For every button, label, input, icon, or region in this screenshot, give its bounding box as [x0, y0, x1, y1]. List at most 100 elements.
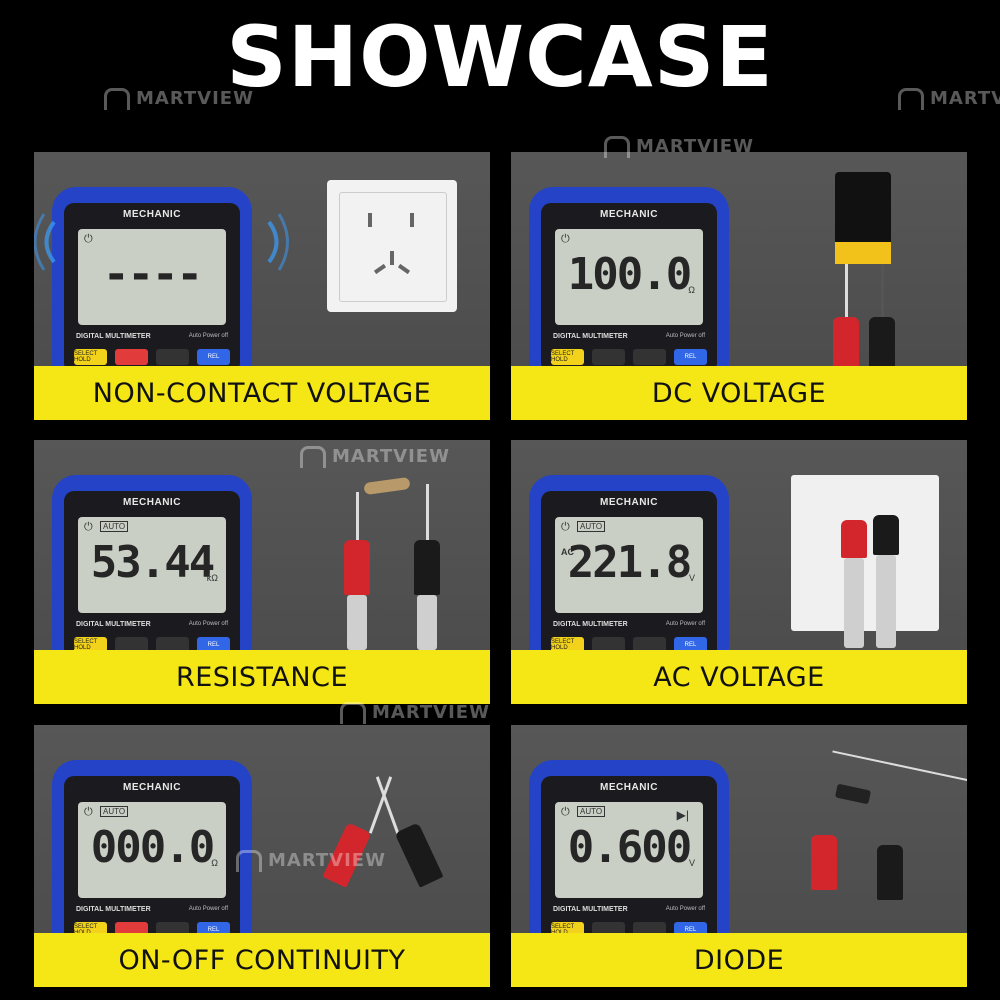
multimeter: MECHANIC ⏻ AUTO AC 221.8 V DIGITAL MULTI…	[529, 475, 729, 675]
multimeter: MECHANIC ⏻ AUTO ▶| 0.600 V DIGITAL MULTI…	[529, 760, 729, 960]
ncv-button[interactable]	[592, 637, 625, 653]
lcd-mode: AUTO	[577, 806, 606, 817]
panel-label: RESISTANCE	[34, 650, 490, 704]
black-probe-icon	[873, 515, 899, 555]
jack-ports	[633, 637, 666, 653]
panel-label: NON-CONTACT VOLTAGE	[34, 366, 490, 420]
battery-icon	[835, 172, 891, 264]
red-probe-icon	[833, 317, 859, 367]
meter-brand: MECHANIC	[600, 209, 658, 220]
panel-ac-voltage: MECHANIC ⏻ AUTO AC 221.8 V DIGITAL MULTI…	[511, 440, 967, 704]
power-icon: ⏻	[561, 806, 570, 818]
select-hold-button[interactable]: SELECT HOLD	[74, 349, 107, 365]
meter-brand: MECHANIC	[600, 782, 658, 793]
meter-brand: MECHANIC	[123, 209, 181, 220]
lcd-display: ⏻ ----	[78, 229, 226, 325]
multimeter: MECHANIC ⏻ AUTO 000.0 Ω DIGITAL MULTIMET…	[52, 760, 252, 960]
select-hold-button[interactable]: SELECT HOLD	[551, 637, 584, 653]
panel-non-contact-voltage: MECHANIC ⏻ ---- DIGITAL MULTIMETER Auto …	[34, 152, 490, 420]
lcd-unit: Ω	[688, 285, 695, 295]
power-icon: ⏻	[84, 521, 93, 533]
lcd-reading: ----	[103, 249, 203, 300]
lcd-display: ⏻ AUTO AC 221.8 V	[555, 517, 703, 613]
ncv-button[interactable]	[115, 637, 148, 653]
black-wire	[881, 264, 884, 324]
rel-button[interactable]: REL	[674, 349, 707, 365]
meter-model: DIGITAL MULTIMETER	[553, 621, 628, 628]
lcd-unit: V	[688, 573, 695, 583]
probe-handle	[347, 595, 367, 650]
panel-label: ON-OFF CONTINUITY	[34, 933, 490, 987]
panel-diode: MECHANIC ⏻ AUTO ▶| 0.600 V DIGITAL MULTI…	[511, 725, 967, 987]
panel-label: DIODE	[511, 933, 967, 987]
jack-ports	[633, 349, 666, 365]
auto-power-text: Auto Power off	[665, 906, 705, 912]
lcd-reading: 000.0	[90, 822, 215, 873]
page-title: SHOWCASE	[226, 8, 774, 106]
select-hold-button[interactable]: SELECT HOLD	[551, 349, 584, 365]
probe-handle	[417, 595, 437, 650]
resistor-lead-left	[356, 492, 359, 544]
signal-waves-icon	[34, 213, 289, 271]
ncv-button[interactable]	[115, 349, 148, 365]
wall-socket-icon	[327, 180, 457, 312]
auto-power-text: Auto Power off	[188, 906, 228, 912]
resistor-icon	[363, 476, 411, 496]
panel-resistance: MECHANIC ⏻ AUTO 53.44 kΩ DIGITAL MULTIME…	[34, 440, 490, 704]
multimeter: MECHANIC ⏻ AUTO 53.44 kΩ DIGITAL MULTIME…	[52, 475, 252, 675]
black-probe-icon	[869, 317, 895, 367]
red-probe-icon	[344, 540, 370, 595]
lcd-unit: kΩ	[206, 573, 218, 583]
lcd-display: ⏻ AUTO 53.44 kΩ	[78, 517, 226, 613]
lcd-display: ⏻ AUTO 000.0 Ω	[78, 802, 226, 898]
auto-power-text: Auto Power off	[665, 333, 705, 339]
diode-component-icon	[834, 783, 872, 805]
black-probe-icon	[394, 822, 444, 888]
lcd-unit: Ω	[211, 858, 218, 868]
panel-dc-voltage: MECHANIC ⏻ 100.0 Ω DIGITAL MULTIMETER Au…	[511, 152, 967, 420]
power-icon: ⏻	[561, 233, 570, 245]
meter-model: DIGITAL MULTIMETER	[76, 333, 151, 340]
rel-button[interactable]: REL	[674, 637, 707, 653]
power-icon: ⏻	[561, 521, 570, 533]
rel-button[interactable]: REL	[197, 637, 230, 653]
select-hold-button[interactable]: SELECT HOLD	[74, 637, 107, 653]
multimeter: MECHANIC ⏻ ---- DIGITAL MULTIMETER Auto …	[52, 187, 252, 387]
black-probe-icon	[877, 845, 903, 900]
watermark: MARTVIEW	[898, 88, 1000, 110]
watermark: MARTVIEW	[300, 446, 450, 468]
meter-model: DIGITAL MULTIMETER	[553, 333, 628, 340]
lcd-mode: AUTO	[100, 806, 129, 817]
auto-power-text: Auto Power off	[188, 333, 228, 339]
lcd-ac-indicator: AC	[561, 547, 574, 557]
jack-ports	[156, 349, 189, 365]
power-icon: ⏻	[84, 806, 93, 818]
meter-brand: MECHANIC	[123, 497, 181, 508]
lcd-reading: 0.600	[567, 822, 692, 873]
panel-label: DC VOLTAGE	[511, 366, 967, 420]
watermark: MARTVIEW	[236, 850, 386, 872]
lcd-reading: 53.44	[90, 537, 215, 588]
probe-handle	[844, 558, 864, 648]
red-probe-icon	[841, 520, 867, 558]
meter-brand: MECHANIC	[123, 782, 181, 793]
watermark: MARTVIEW	[340, 702, 490, 724]
lcd-unit: V	[688, 858, 695, 868]
lcd-display: ⏻ AUTO ▶| 0.600 V	[555, 802, 703, 898]
panel-label: AC VOLTAGE	[511, 650, 967, 704]
lcd-reading: 221.8	[567, 537, 692, 588]
resistor-lead-right	[426, 484, 429, 544]
red-wire	[845, 264, 848, 324]
multimeter: MECHANIC ⏻ 100.0 Ω DIGITAL MULTIMETER Au…	[529, 187, 729, 387]
lcd-reading: 100.0	[567, 249, 692, 300]
auto-power-text: Auto Power off	[188, 621, 228, 627]
ncv-button[interactable]	[592, 349, 625, 365]
diode-symbol-icon: ▶|	[676, 808, 689, 822]
lcd-display: ⏻ 100.0 Ω	[555, 229, 703, 325]
diode-lead	[832, 750, 967, 782]
meter-model: DIGITAL MULTIMETER	[553, 906, 628, 913]
auto-power-text: Auto Power off	[665, 621, 705, 627]
rel-button[interactable]: REL	[197, 349, 230, 365]
lcd-mode: AUTO	[100, 521, 129, 532]
red-probe-icon	[811, 835, 837, 890]
